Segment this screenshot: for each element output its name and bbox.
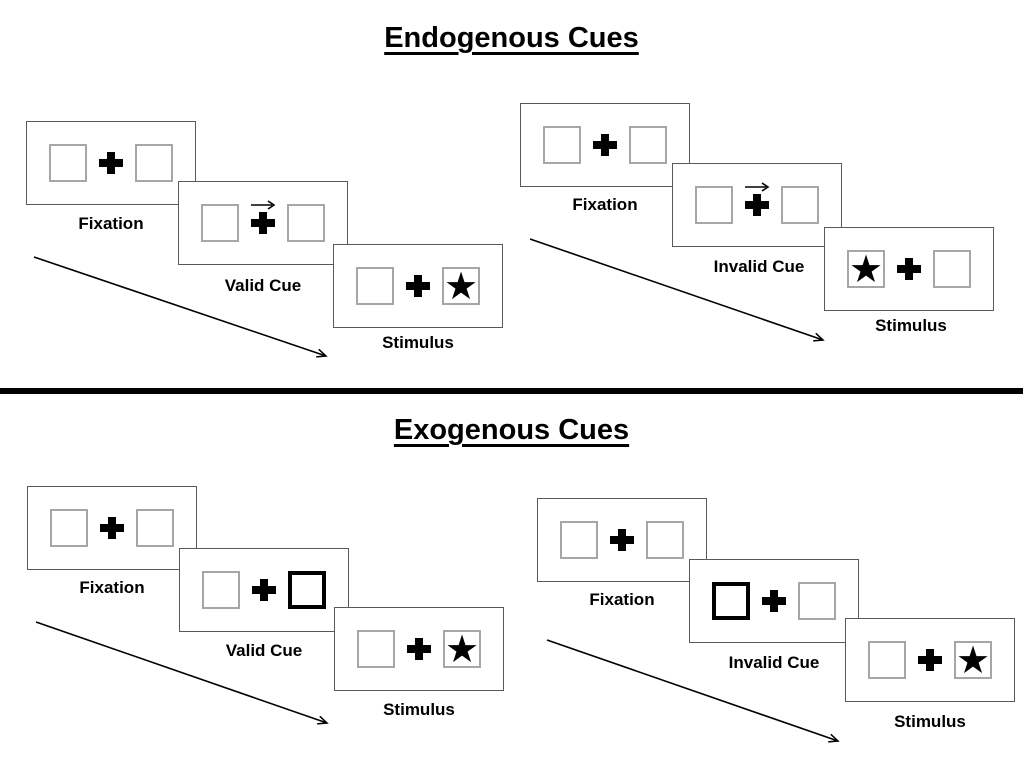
- section-divider: [0, 388, 1023, 394]
- step-label: Invalid Cue: [713, 257, 805, 276]
- placeholder-box-left: [868, 641, 906, 679]
- fixation-card: [27, 486, 197, 570]
- target-box: ★: [954, 641, 992, 679]
- placeholder-box-right: [287, 204, 325, 242]
- step-label: Fixation: [572, 195, 638, 214]
- cue-bold-box: [712, 582, 750, 620]
- placeholder-box-right: [629, 126, 667, 164]
- time-arrow: [33, 256, 328, 358]
- step-label: Stimulus: [382, 333, 454, 352]
- cue-right-arrow-icon: [251, 200, 276, 210]
- target-box: ★: [443, 630, 481, 668]
- placeholder-box-right: [135, 144, 173, 182]
- placeholder-box-left: [695, 186, 733, 224]
- step-label: Fixation: [78, 214, 144, 233]
- section-title-text: Exogenous Cues: [393, 414, 630, 446]
- cue-bold-box: [288, 571, 326, 609]
- placeholder-box-left: [50, 509, 88, 547]
- placeholder-box-right: [781, 186, 819, 224]
- fixation-cross-icon: [407, 638, 431, 660]
- placeholder-box-right: [646, 521, 684, 559]
- time-arrow: [529, 238, 825, 342]
- time-arrow: [35, 621, 329, 725]
- placeholder-box-right: [798, 582, 836, 620]
- target-star-icon: ★: [955, 638, 991, 682]
- step-label: Stimulus: [894, 712, 966, 731]
- cue-card: [689, 559, 859, 643]
- fixation-cross-icon: [610, 529, 634, 551]
- placeholder-box-left: [201, 204, 239, 242]
- fixation-cross-icon: [99, 152, 123, 174]
- step-label: Fixation: [589, 590, 655, 609]
- step-label: Fixation: [79, 578, 145, 597]
- fixation-cross-icon: [918, 649, 942, 671]
- placeholder-box-left: [202, 571, 240, 609]
- target-box: ★: [847, 250, 885, 288]
- placeholder-box-right: [136, 509, 174, 547]
- fixation-card: [26, 121, 196, 205]
- step-label: Valid Cue: [225, 641, 303, 660]
- target-star-icon: ★: [443, 264, 479, 308]
- cue-right-arrow-icon: [745, 182, 770, 192]
- placeholder-box-left: [560, 521, 598, 559]
- placeholder-box-left: [49, 144, 87, 182]
- target-star-icon: ★: [848, 247, 884, 291]
- stimulus-card: ★: [824, 227, 994, 311]
- fixation-cross-icon: [406, 275, 430, 297]
- placeholder-box-left: [356, 267, 394, 305]
- stimulus-card: ★: [334, 607, 504, 691]
- cue-card: [178, 181, 348, 265]
- fixation-cross-icon: [745, 194, 769, 216]
- section-title-text: Endogenous Cues: [384, 22, 639, 54]
- stimulus-card: ★: [845, 618, 1015, 702]
- stimulus-card: ★: [333, 244, 503, 328]
- fixation-cross-icon: [100, 517, 124, 539]
- target-box: ★: [442, 267, 480, 305]
- step-label: Stimulus: [875, 316, 947, 335]
- fixation-cross-icon: [251, 212, 275, 234]
- fixation-cross-icon: [252, 579, 276, 601]
- step-label: Stimulus: [383, 700, 455, 719]
- placeholder-box-left: [357, 630, 395, 668]
- fixation-cross-icon: [593, 134, 617, 156]
- step-label: Valid Cue: [224, 276, 302, 295]
- placeholder-box-left: [543, 126, 581, 164]
- fixation-cross-icon: [762, 590, 786, 612]
- cue-card: [179, 548, 349, 632]
- fixation-card: [520, 103, 690, 187]
- section-title-exogenous: Exogenous Cues: [0, 414, 1023, 447]
- step-label: Invalid Cue: [728, 653, 820, 672]
- fixation-card: [537, 498, 707, 582]
- target-star-icon: ★: [444, 627, 480, 671]
- placeholder-box-right: [933, 250, 971, 288]
- section-title-endogenous: Endogenous Cues: [0, 22, 1023, 55]
- cue-card: [672, 163, 842, 247]
- fixation-cross-icon: [897, 258, 921, 280]
